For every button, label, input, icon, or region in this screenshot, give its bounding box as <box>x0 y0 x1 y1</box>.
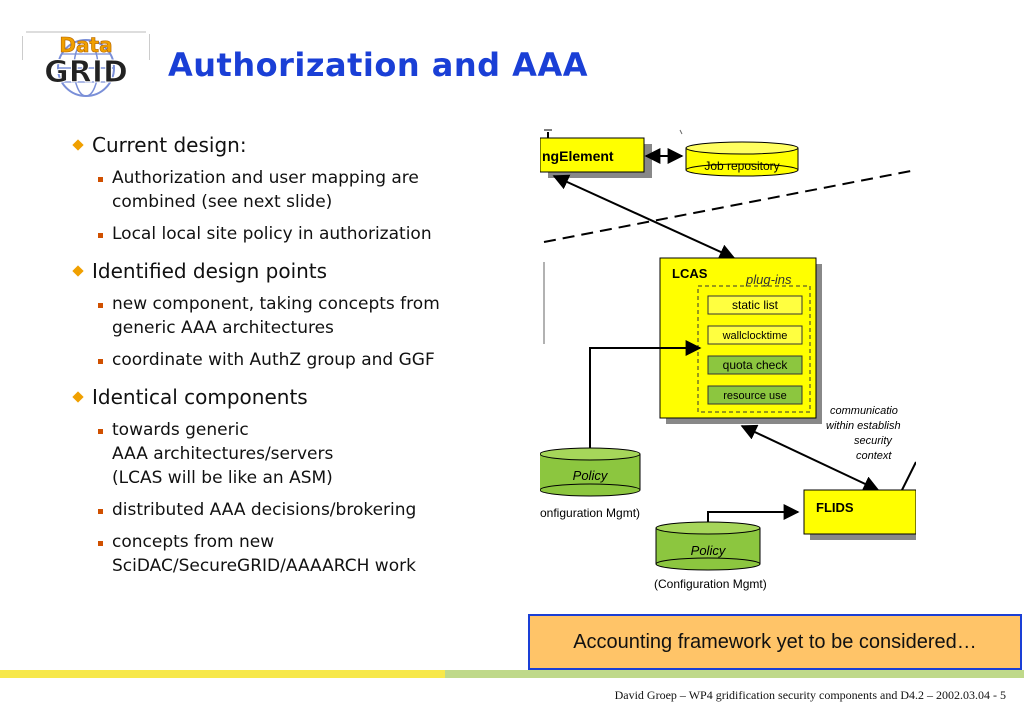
policy-right-cylinder: Policy <box>655 521 761 571</box>
sub-bullet: new component, taking concepts from gene… <box>72 292 522 340</box>
flids-label: FLIDS <box>816 500 854 515</box>
square-bullet-icon <box>98 541 103 546</box>
sub-bullet: coordinate with AuthZ group and GGF <box>72 348 522 372</box>
sub-bullet-line: Authorization and user mapping are <box>112 168 419 188</box>
sub-bullet-line: AAA architectures/servers <box>112 444 334 464</box>
plugin-label: resource use <box>723 390 787 402</box>
policy-left-caption: onfiguration Mgmt) <box>540 506 640 520</box>
job-repository-label: Job repository <box>704 159 779 173</box>
slide-footer: David Groep – WP4 gridification security… <box>614 688 1006 702</box>
square-bullet-icon <box>98 429 103 434</box>
sub-bullet-line: coordinate with AuthZ group and GGF <box>112 350 435 370</box>
slide-title: Authorization and AAA <box>168 46 588 84</box>
plugin-label: wallclocktime <box>722 330 788 342</box>
plugins-label: plug-ins <box>745 272 792 287</box>
flids-box: FLIDS <box>803 489 916 540</box>
square-bullet-icon <box>98 359 103 364</box>
datagrid-logo: Data GRID <box>22 31 150 97</box>
sub-bullet: Authorization and user mapping are combi… <box>72 166 522 214</box>
plugin-label: static list <box>732 298 779 312</box>
plugin-label: quota check <box>723 358 789 372</box>
plugin-static-list <box>707 295 803 315</box>
bullet-text: Identified design points <box>92 259 328 283</box>
job-repository-cylinder: Job repository <box>685 141 799 177</box>
sub-bullet-line: generic AAA architectures <box>112 318 334 338</box>
globe-icon <box>22 31 150 97</box>
policy-right-caption: (Configuration Mgmt) <box>654 577 767 591</box>
policy-right-label: Policy <box>691 543 727 558</box>
comm-line: communicatio <box>830 405 898 417</box>
plugin-quota-check <box>707 355 803 375</box>
gatekeeper-element-box: ngElement <box>540 137 652 178</box>
bullet-current-design: Current design: <box>72 132 522 158</box>
square-bullet-icon <box>98 303 103 308</box>
footer-bar-yellow <box>0 670 445 678</box>
sub-bullet: distributed AAA decisions/brokering <box>72 498 522 522</box>
comm-line: security <box>854 435 893 447</box>
footer-bar-green <box>445 670 1024 678</box>
logo-grid-text: GRID <box>44 55 128 90</box>
lcas-label: LCAS <box>672 266 708 281</box>
sub-bullet: Local local site policy in authorization <box>72 222 522 246</box>
diamond-bullet-icon <box>72 265 84 277</box>
sub-bullet-line: SciDAC/SecureGRID/AAAARCH work <box>112 556 416 576</box>
plugin-resource-use <box>707 385 803 405</box>
gatekeeper-element-label: ngElement <box>542 148 614 164</box>
bullet-text: Identical components <box>92 385 308 409</box>
sub-bullet: concepts from new SciDAC/SecureGRID/AAAA… <box>72 530 522 578</box>
plugin-wallclocktime <box>707 325 803 345</box>
diamond-bullet-icon <box>72 139 84 151</box>
square-bullet-icon <box>98 509 103 514</box>
bullet-identified-design-points: Identified design points <box>72 258 522 284</box>
sub-bullet-line: (LCAS will be like an ASM) <box>112 468 333 488</box>
logo-data-text: Data <box>59 33 112 57</box>
sub-bullet-line: distributed AAA decisions/brokering <box>112 500 417 520</box>
lcas-box: LCAS plug-ins static list wallclocktime … <box>659 257 822 424</box>
bullet-list: Current design: Authorization and user m… <box>72 132 522 578</box>
accounting-callout: Accounting framework yet to be considere… <box>528 614 1022 670</box>
sub-bullet-line: combined (see next slide) <box>112 192 333 212</box>
sub-bullet: towards generic AAA architectures/server… <box>72 418 522 490</box>
architecture-diagram: ngElement Job repository LCAS plug-ins s… <box>540 129 916 591</box>
policy-left-cylinder: Policy <box>540 447 641 497</box>
sub-bullet-line: towards generic <box>112 420 249 440</box>
bullet-identical-components: Identical components <box>72 384 522 410</box>
sub-bullet-line: Local local site policy in authorization <box>112 224 432 244</box>
square-bullet-icon <box>98 177 103 182</box>
comm-line: within establish <box>826 420 901 432</box>
sub-bullet-line: concepts from new <box>112 532 275 552</box>
square-bullet-icon <box>98 233 103 238</box>
policy-left-label: Policy <box>573 468 609 483</box>
diamond-bullet-icon <box>72 391 84 403</box>
comm-line: context <box>856 450 892 462</box>
bullet-text: Current design: <box>92 133 247 157</box>
sub-bullet-line: new component, taking concepts from <box>112 294 440 314</box>
